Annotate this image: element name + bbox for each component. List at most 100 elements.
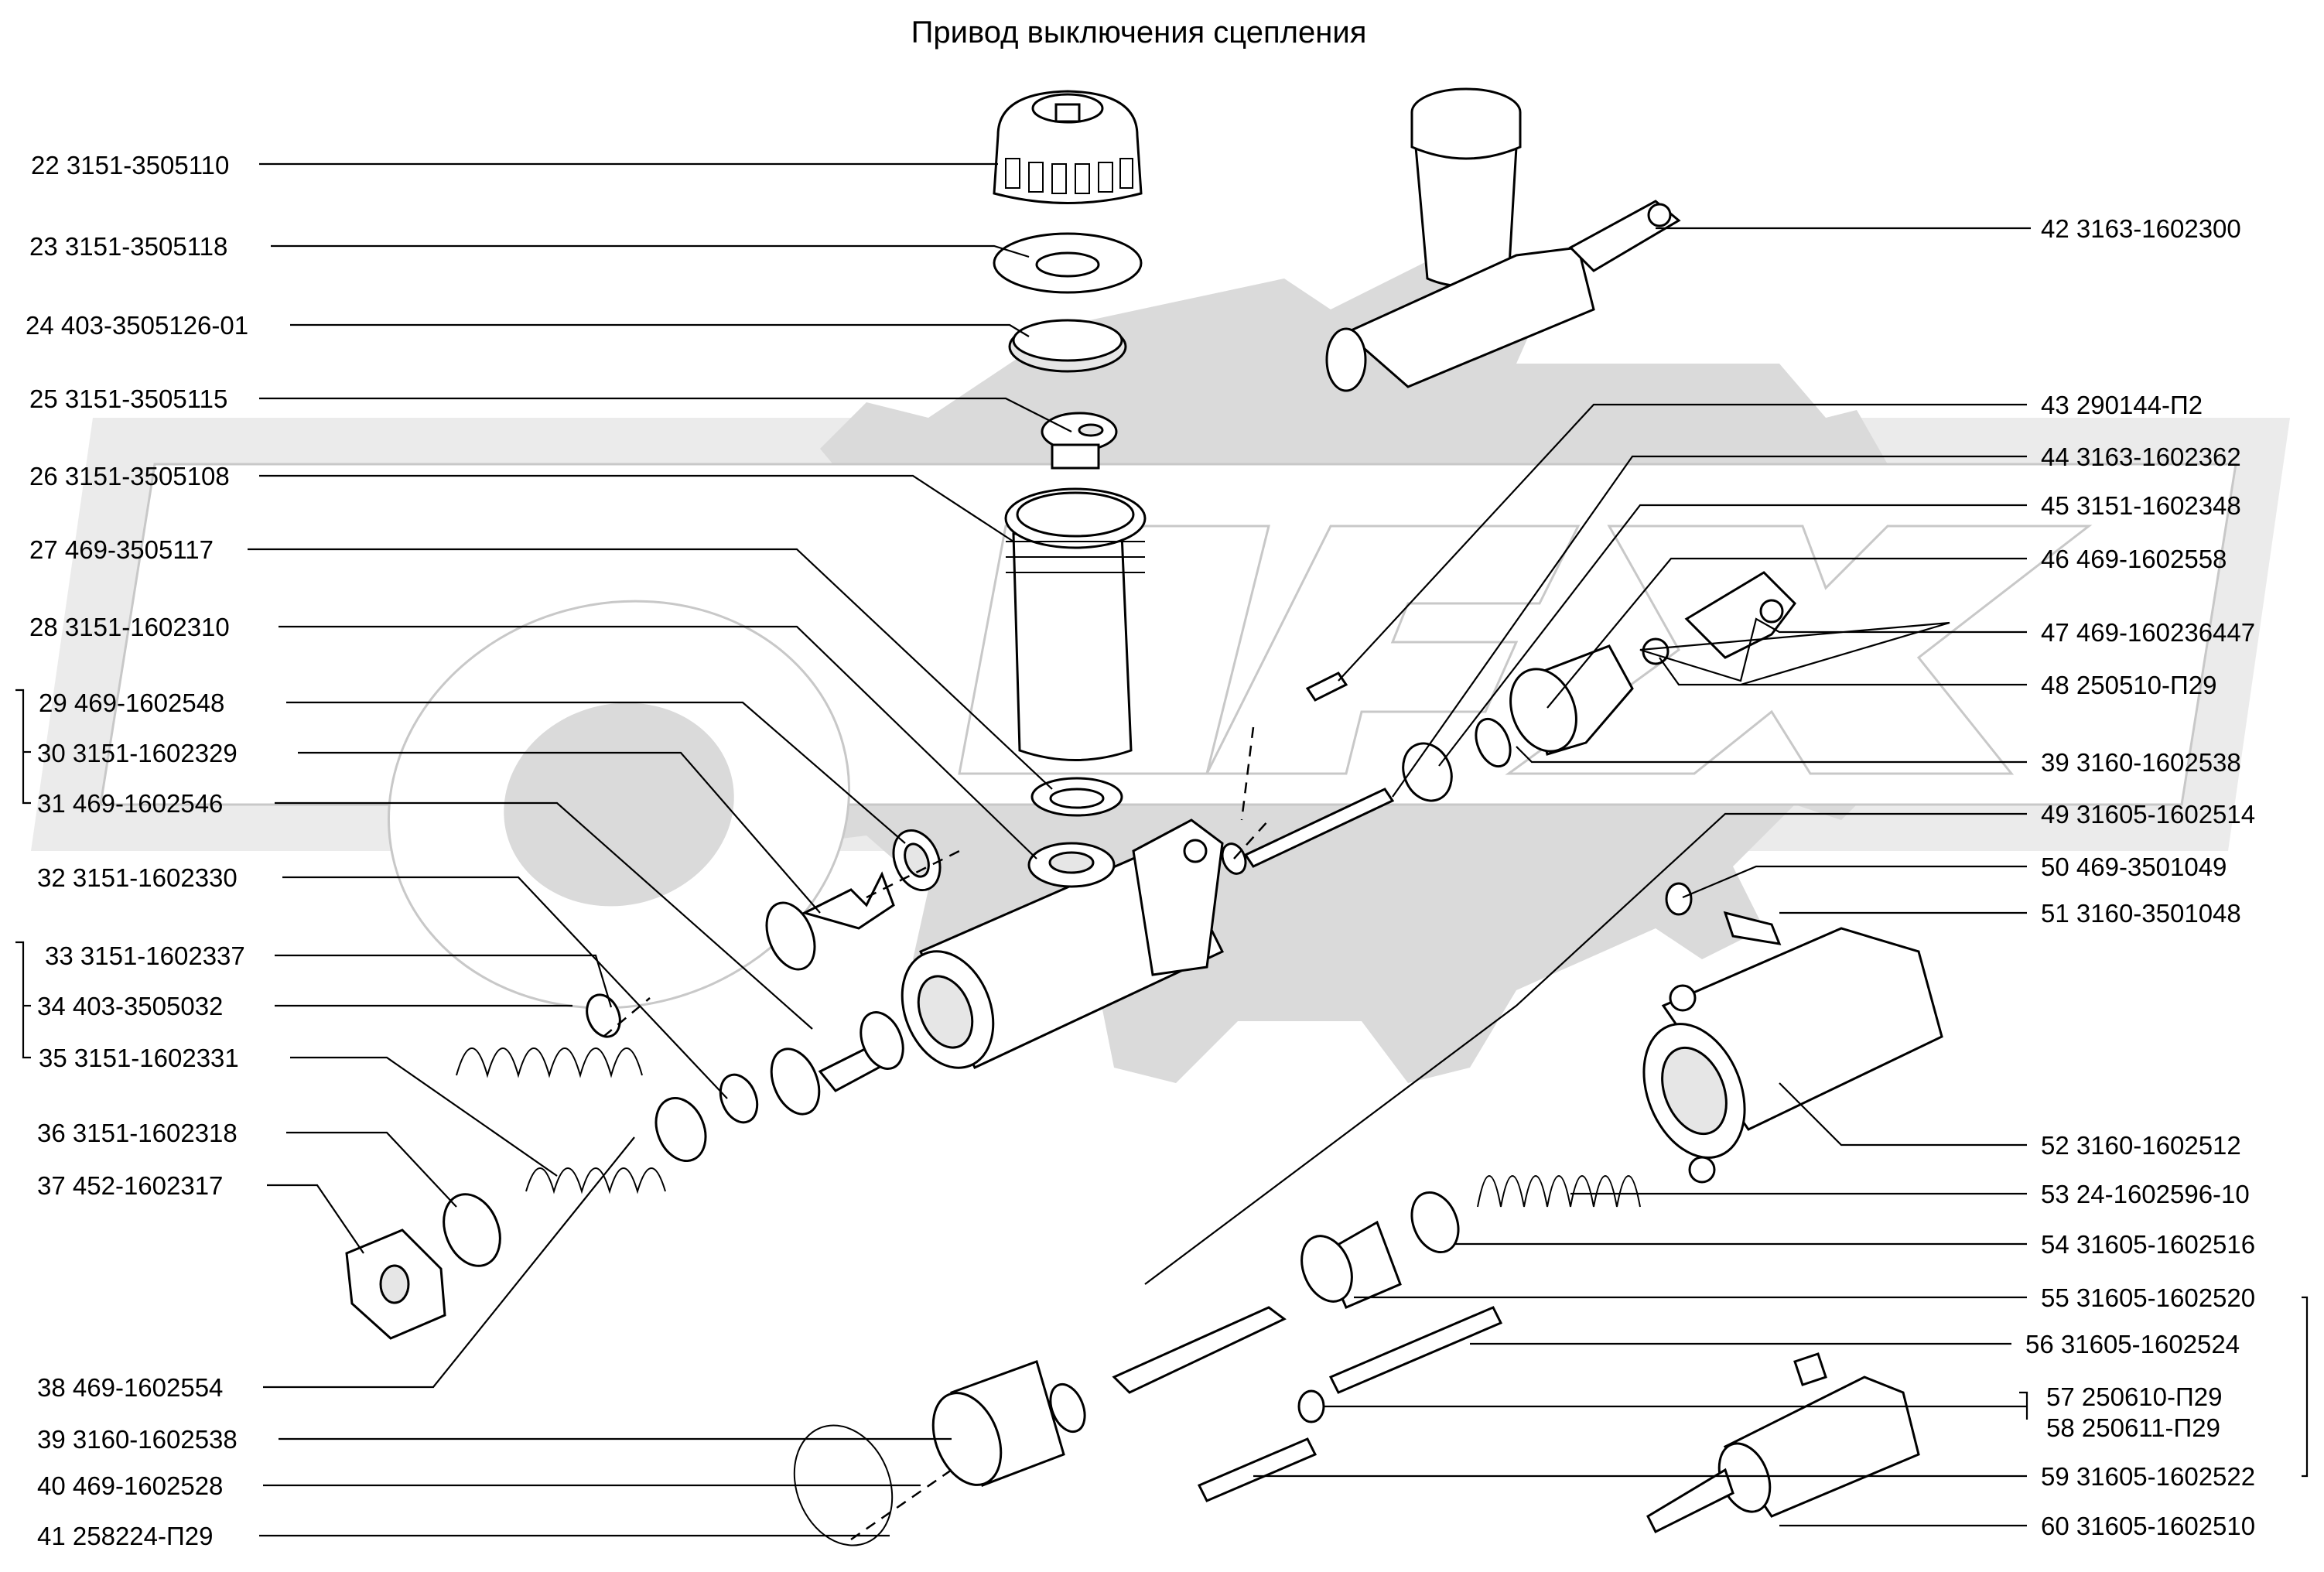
label-num: 58 xyxy=(2046,1413,2075,1442)
label-code: 290144-П2 xyxy=(2076,391,2203,419)
label-code: 469-1602528 xyxy=(73,1471,224,1500)
leader-lines xyxy=(15,162,1072,1537)
label-num: 45 xyxy=(2041,491,2069,520)
reservoir-valve-part xyxy=(1041,412,1118,470)
piston-small-part xyxy=(770,1011,904,1116)
svg-text:57 250610-П29: 57 250610-П29 xyxy=(2046,1382,2222,1411)
label-code: 31605-1602520 xyxy=(2076,1283,2255,1312)
label-num: 39 xyxy=(37,1425,66,1454)
label-num: 30 xyxy=(37,739,66,767)
reservoir-seal-part xyxy=(1030,777,1123,817)
circlip-part xyxy=(793,1424,894,1546)
label-num: 56 xyxy=(2025,1330,2054,1358)
label-num: 28 xyxy=(29,613,58,641)
bleeder-valve-part xyxy=(1723,911,1782,945)
assembly-lines xyxy=(603,726,1270,1541)
svg-text:49 31605-1602514: 49 31605-1602514 xyxy=(2041,800,2255,829)
label-num: 60 xyxy=(2041,1512,2069,1540)
label-code: 3151-3505115 xyxy=(65,384,227,413)
label-code: 250611-П29 xyxy=(2082,1413,2220,1442)
label-code: 3160-1602538 xyxy=(73,1425,238,1454)
label-num: 54 xyxy=(2041,1230,2069,1259)
svg-text:60 31605-1602510: 60 31605-1602510 xyxy=(2041,1512,2255,1540)
label-code: 3151-3505110 xyxy=(67,151,229,179)
label-code: 31605-1602524 xyxy=(2061,1330,2240,1358)
labels-right: 42 3163-1602300 43 290144-П2 44 3163-160… xyxy=(2025,214,2255,1540)
svg-text:25 3151-3505115: 25 3151-3505115 xyxy=(29,384,227,413)
svg-text:46 469-1602558: 46 469-1602558 xyxy=(2041,545,2227,573)
svg-text:35 3151-1602331: 35 3151-1602331 xyxy=(39,1044,239,1072)
label-num: 47 xyxy=(2041,618,2069,647)
svg-text:37 452-1602317: 37 452-1602317 xyxy=(37,1171,223,1200)
svg-text:59 31605-1602522: 59 31605-1602522 xyxy=(2041,1462,2255,1491)
slave-nut-part xyxy=(1297,1389,1325,1423)
labels-left: 22 3151-3505110 23 3151-3505118 24 403-3… xyxy=(26,151,248,1550)
slave-pushrod-part xyxy=(1112,1306,1503,1502)
svg-text:45 3151-1602348: 45 3151-1602348 xyxy=(2041,491,2241,520)
svg-text:28 3151-1602310: 28 3151-1602310 xyxy=(29,613,230,641)
label-code: 469-160236447 xyxy=(2076,618,2255,647)
slave-cylinder-assembly-part xyxy=(1646,1352,1920,1534)
svg-text:47 469-160236447: 47 469-160236447 xyxy=(2041,618,2255,647)
svg-text:44 3163-1602362: 44 3163-1602362 xyxy=(2041,443,2241,471)
piston-part xyxy=(765,871,895,971)
label-num: 43 xyxy=(2041,391,2069,419)
reservoir-cap-part xyxy=(993,90,1143,204)
label-num: 44 xyxy=(2041,443,2069,471)
label-code: 469-1602554 xyxy=(73,1373,224,1402)
label-num: 35 xyxy=(39,1044,67,1072)
label-num: 39 xyxy=(2041,748,2069,777)
label-code: 31605-1602514 xyxy=(2076,800,2255,829)
label-code: 3163-1602362 xyxy=(2076,443,2241,471)
label-code: 469-1602548 xyxy=(74,689,225,717)
svg-text:55 31605-1602520: 55 31605-1602520 xyxy=(2041,1283,2255,1312)
label-code: 3151-1602330 xyxy=(73,863,238,892)
leader-lines-right xyxy=(1144,227,2309,1527)
label-code: 3151-3505118 xyxy=(65,232,227,261)
label-code: 3151-1602318 xyxy=(73,1119,238,1147)
svg-text:30 3151-1602329: 30 3151-1602329 xyxy=(37,739,238,767)
diagram-title: Привод выключения сцепления xyxy=(911,15,1367,50)
reservoir-filter-part xyxy=(1008,319,1127,373)
label-num: 41 xyxy=(37,1522,66,1550)
label-code: 3151-1602329 xyxy=(73,739,238,767)
svg-text:54 31605-1602516: 54 31605-1602516 xyxy=(2041,1230,2255,1259)
svg-text:34 403-3505032: 34 403-3505032 xyxy=(37,992,223,1020)
svg-text:58 250611-П29: 58 250611-П29 xyxy=(2046,1413,2220,1442)
reservoir-gasket-part xyxy=(993,232,1143,294)
label-code: 31605-1602516 xyxy=(2076,1230,2255,1259)
svg-text:42 3163-1602300: 42 3163-1602300 xyxy=(2041,214,2241,243)
label-code: 31605-1602510 xyxy=(2076,1512,2255,1540)
label-code: 31605-1602522 xyxy=(2076,1462,2255,1491)
label-num: 53 xyxy=(2041,1180,2069,1208)
svg-text:24 403-3505126-01: 24 403-3505126-01 xyxy=(26,311,248,340)
label-code: 3160-1602538 xyxy=(2076,748,2241,777)
label-code: 3151-3505108 xyxy=(65,462,230,490)
label-code: 469-3501049 xyxy=(2076,853,2227,881)
slave-boot-part xyxy=(931,1360,1086,1487)
svg-text:51 3160-3501048: 51 3160-3501048 xyxy=(2041,899,2241,928)
svg-text:36 3151-1602318: 36 3151-1602318 xyxy=(37,1119,238,1147)
spring-lower-part xyxy=(525,1167,666,1194)
label-code: 469-1602546 xyxy=(73,789,224,818)
label-code: 452-1602317 xyxy=(73,1171,224,1200)
slave-cylinder-body-part xyxy=(1642,927,1943,1184)
svg-text:56 31605-1602524: 56 31605-1602524 xyxy=(2025,1330,2240,1358)
label-num: 40 xyxy=(37,1471,66,1500)
label-num: 34 xyxy=(37,992,66,1020)
svg-text:40 469-1602528: 40 469-1602528 xyxy=(37,1471,223,1500)
label-num: 24 xyxy=(26,311,54,340)
label-code: 403-3505126-01 xyxy=(61,311,248,340)
label-num: 36 xyxy=(37,1119,66,1147)
slave-seal-part xyxy=(1410,1191,1460,1254)
label-num: 23 xyxy=(29,232,58,261)
label-code: 3151-1602348 xyxy=(2076,491,2241,520)
svg-text:50 469-3501049: 50 469-3501049 xyxy=(2041,853,2227,881)
label-num: 59 xyxy=(2041,1462,2069,1491)
spring-part xyxy=(456,993,643,1078)
label-num: 50 xyxy=(2041,853,2069,881)
label-num: 29 xyxy=(39,689,67,717)
pushrod-boot-part xyxy=(1402,644,1634,802)
